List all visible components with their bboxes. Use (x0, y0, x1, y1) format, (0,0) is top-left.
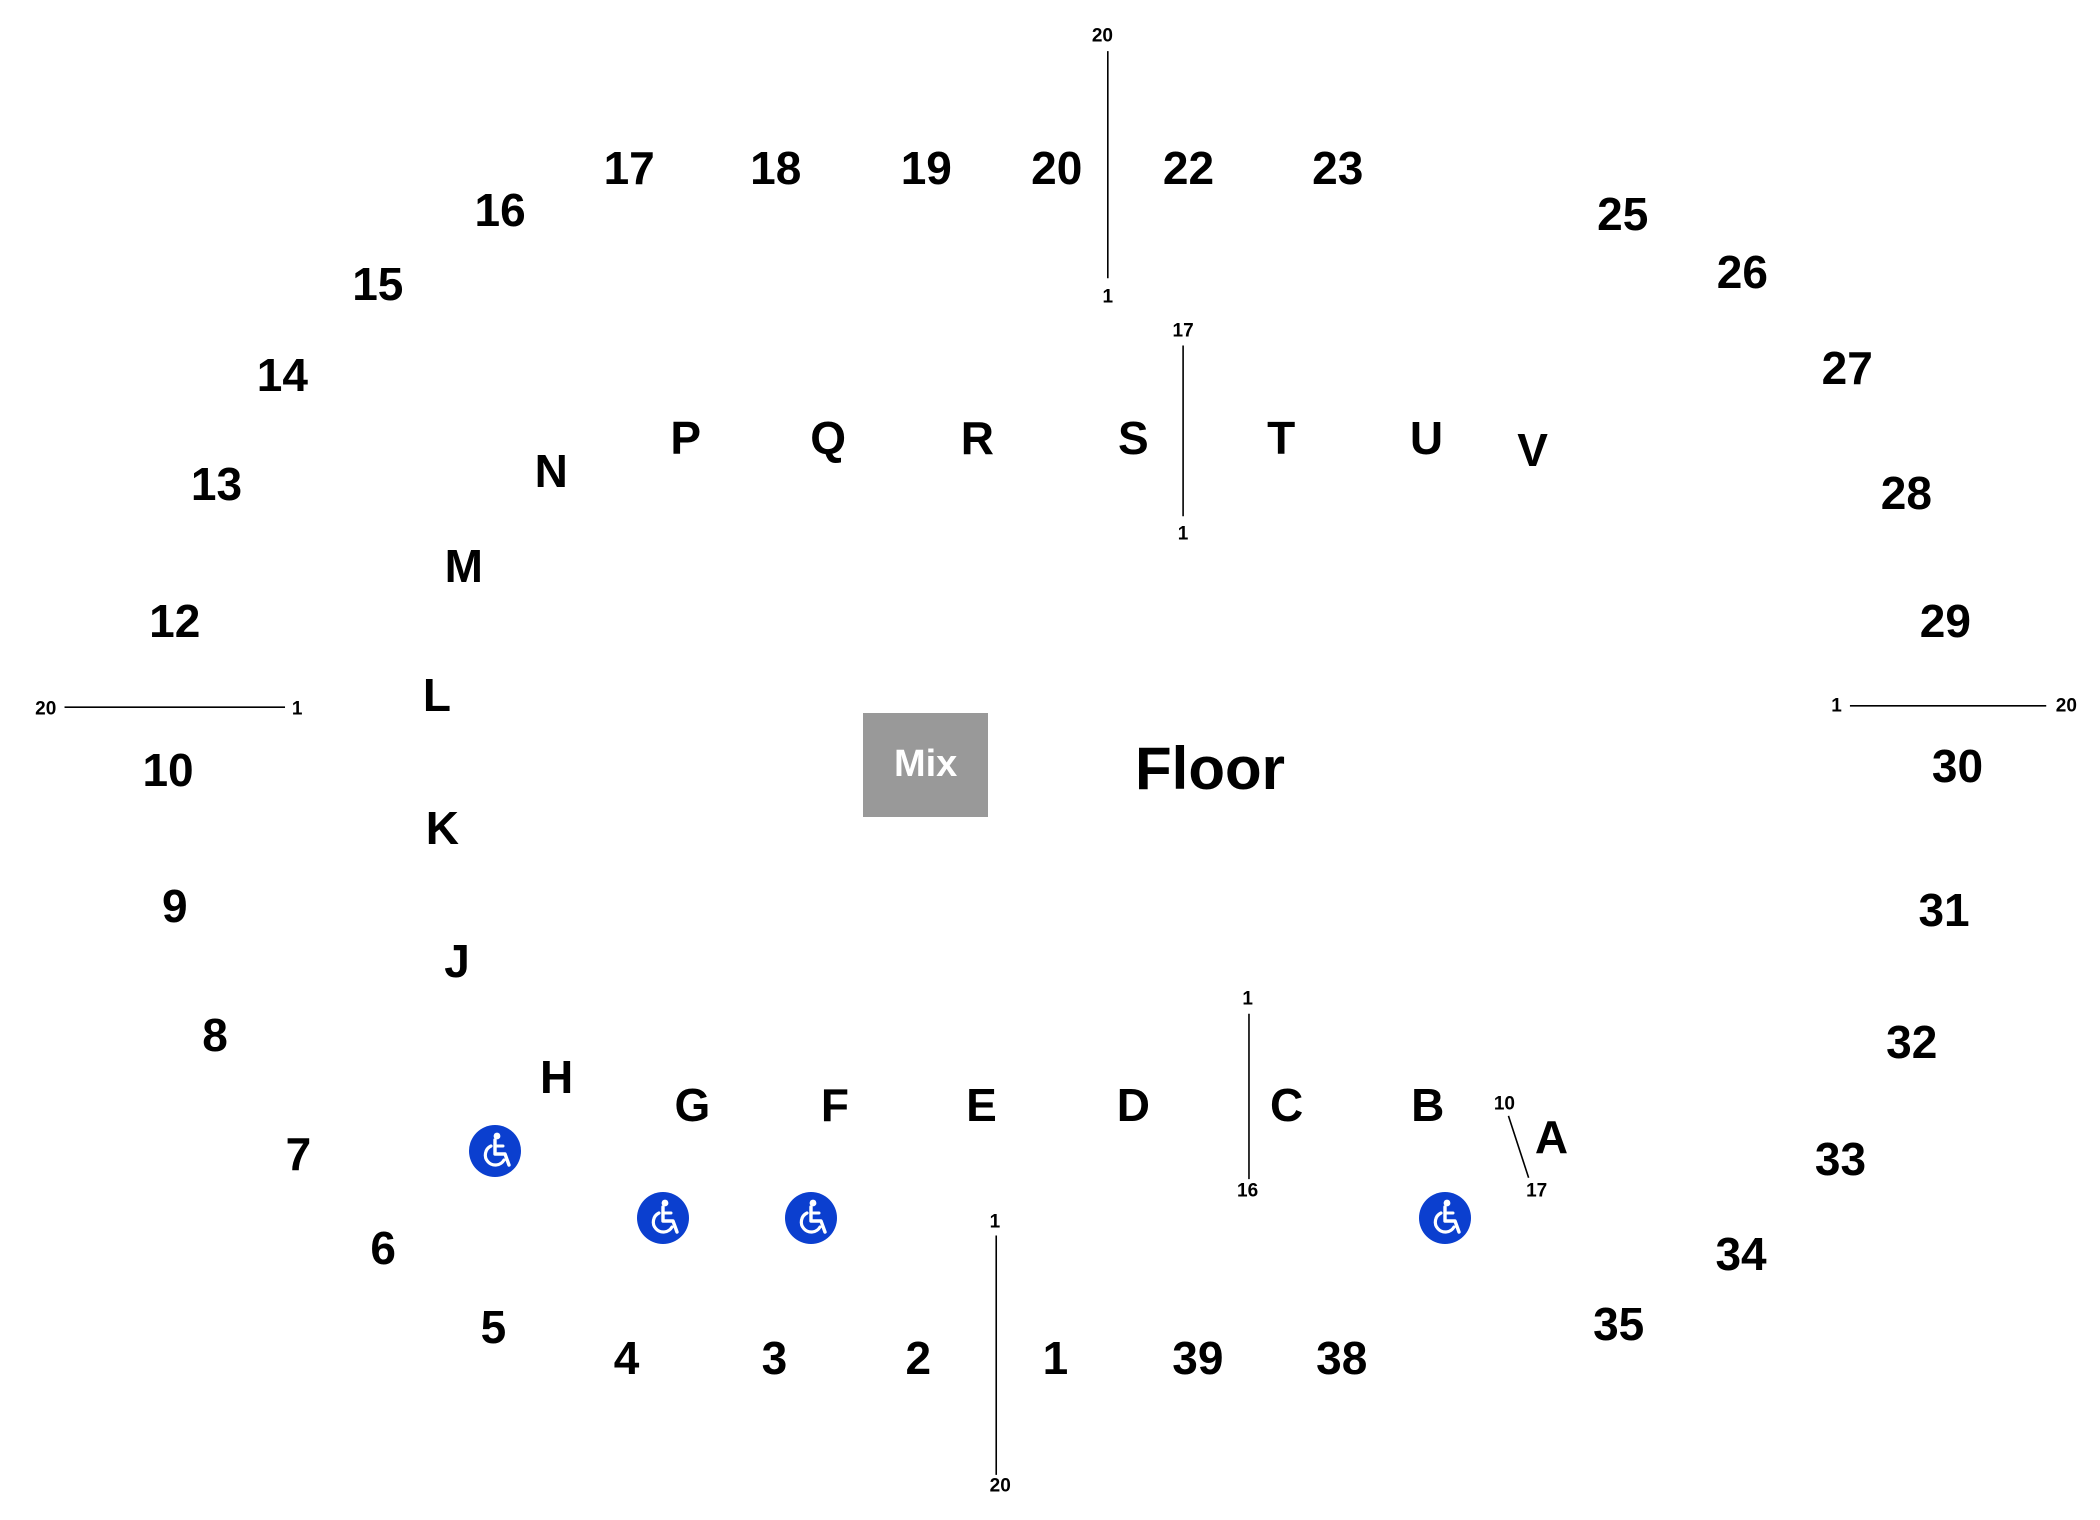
section-22[interactable]: 22 (1162, 142, 1215, 195)
section-3[interactable]: 3 (761, 1331, 788, 1384)
section-5[interactable]: 5 (480, 1300, 507, 1353)
section-32[interactable]: 32 (1886, 1015, 1938, 1068)
section-n[interactable]: N (534, 444, 568, 497)
row-marker-left-first: 1 (291, 698, 303, 719)
row-marker-top-lower-last: 17 (1172, 320, 1194, 342)
row-marker-top-lower-first: 1 (1177, 523, 1189, 545)
row-marker-right-first: 1 (1831, 695, 1842, 717)
section-14[interactable]: 14 (256, 349, 308, 402)
section-b[interactable]: B (1411, 1079, 1445, 1132)
section-20[interactable]: 20 (1031, 142, 1083, 195)
section-q[interactable]: Q (810, 412, 847, 465)
section-12[interactable]: 12 (149, 595, 201, 648)
section-2[interactable]: 2 (905, 1331, 932, 1384)
row-marker-section-a-first: 10 (1493, 1093, 1515, 1115)
section-8[interactable]: 8 (202, 1009, 228, 1062)
row-marker-bottom-lower-last: 16 (1237, 1180, 1259, 1202)
section-h[interactable]: H (539, 1050, 574, 1103)
row-marker-left-last: 20 (35, 698, 57, 719)
section-35[interactable]: 35 (1593, 1298, 1645, 1351)
section-39[interactable]: 39 (1172, 1331, 1224, 1384)
section-a[interactable]: A (1534, 1111, 1569, 1164)
section-38[interactable]: 38 (1316, 1331, 1368, 1384)
section-6[interactable]: 6 (370, 1221, 396, 1274)
section-34[interactable]: 34 (1715, 1228, 1767, 1281)
section-19[interactable]: 19 (900, 142, 952, 195)
section-7[interactable]: 7 (285, 1127, 312, 1180)
section-s[interactable]: S (1118, 412, 1149, 465)
mix-position: Mix (863, 712, 989, 818)
section-j[interactable]: J (444, 935, 470, 988)
section-25[interactable]: 25 (1597, 187, 1649, 240)
section-1[interactable]: 1 (1042, 1331, 1069, 1384)
section-u[interactable]: U (1409, 412, 1444, 465)
section-27[interactable]: 27 (1821, 342, 1873, 395)
floor-label: Floor (1134, 735, 1285, 802)
row-marker-bottom-upper-last: 20 (989, 1475, 1011, 1497)
row-marker-top-upper-first: 1 (1102, 286, 1114, 308)
wheelchair-icon (1419, 1192, 1472, 1245)
section-16[interactable]: 16 (474, 183, 526, 236)
row-marker-section-a-last: 17 (1526, 1180, 1548, 1202)
section-15[interactable]: 15 (352, 257, 404, 310)
section-r[interactable]: R (960, 412, 995, 465)
row-marker-bottom-upper-first: 1 (989, 1211, 1001, 1233)
section-10[interactable]: 10 (142, 744, 194, 797)
section-p[interactable]: P (670, 412, 701, 465)
section-c[interactable]: C (1269, 1079, 1304, 1132)
section-f[interactable]: F (820, 1079, 849, 1132)
section-4[interactable]: 4 (613, 1331, 640, 1384)
section-e[interactable]: E (966, 1079, 997, 1132)
section-d[interactable]: D (1116, 1079, 1150, 1132)
section-30[interactable]: 30 (1931, 740, 1984, 793)
section-23[interactable]: 23 (1312, 142, 1364, 195)
row-guide-line-section-a (1507, 1115, 1530, 1178)
wheelchair-icon (636, 1192, 689, 1245)
section-t[interactable]: T (1267, 412, 1296, 465)
section-13[interactable]: 13 (190, 457, 243, 510)
section-29[interactable]: 29 (1919, 595, 1971, 648)
section-9[interactable]: 9 (161, 880, 188, 933)
section-26[interactable]: 26 (1716, 245, 1768, 298)
section-v[interactable]: V (1517, 424, 1548, 477)
section-m[interactable]: M (444, 540, 483, 592)
section-33[interactable]: 33 (1814, 1132, 1867, 1185)
wheelchair-icon (784, 1192, 837, 1245)
row-marker-top-upper-last: 20 (1091, 25, 1113, 47)
wheelchair-icon (468, 1124, 521, 1177)
section-28[interactable]: 28 (1880, 467, 1932, 520)
section-18[interactable]: 18 (750, 142, 802, 195)
row-marker-right-last: 20 (2055, 695, 2077, 717)
section-17[interactable]: 17 (603, 142, 655, 195)
section-g[interactable]: G (674, 1079, 711, 1132)
section-l[interactable]: L (422, 669, 451, 722)
section-31[interactable]: 31 (1918, 884, 1970, 937)
row-marker-bottom-lower-first: 1 (1242, 988, 1253, 1010)
section-k[interactable]: K (425, 802, 459, 855)
